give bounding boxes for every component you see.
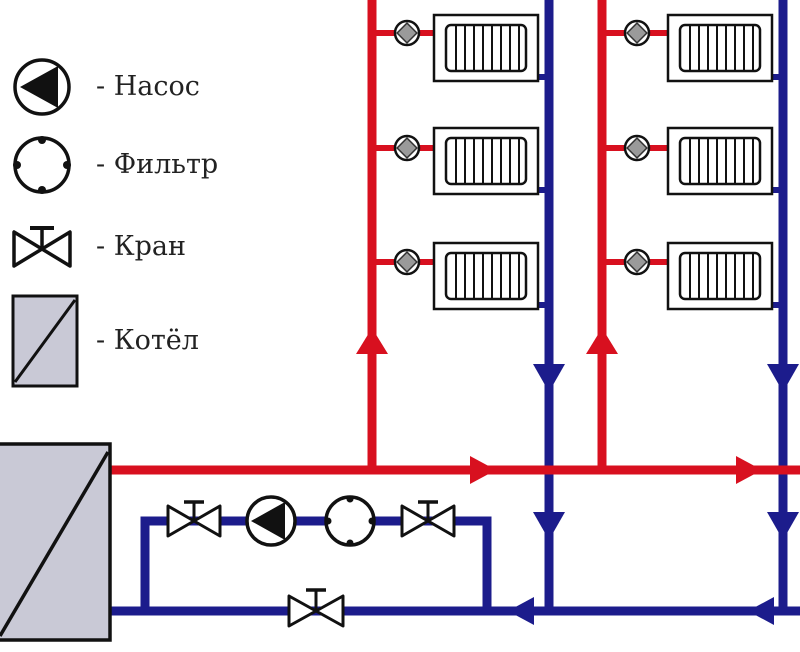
flow-arrow-icon [586,328,618,354]
flow-arrow-icon [533,364,565,392]
filter-icon [324,495,376,547]
valve-icon [287,588,345,628]
flow-arrow-icon [748,597,774,625]
radiator-icon [666,13,774,83]
thermostatic-valve-icon [393,248,421,276]
legend-filter-label: - Фильтр [96,149,218,180]
radiator-icon [666,126,774,196]
radiator-icon [432,241,540,311]
legend-valve-label: - Кран [96,231,186,262]
pump-icon [245,495,297,547]
filter-icon [13,136,71,194]
return-pipes [110,0,800,616]
boiler-icon [11,294,79,388]
radiator-icon [432,126,540,196]
flow-arrow-icon [508,597,534,625]
flow-arrow-icon [356,328,388,354]
bypass-components [166,495,456,628]
thermostatic-valve-icon [393,19,421,47]
valve-icon [400,500,456,538]
valve-icon [12,226,72,268]
legend: - Насос - Фильтр - Кран - Котёл [11,58,218,388]
thermostatic-valve-icon [623,248,651,276]
flow-arrow-icon [470,456,496,484]
radiator-icon [666,241,774,311]
flow-arrows [356,328,799,625]
flow-arrow-icon [767,364,799,392]
thermostatic-valve-icon [623,19,651,47]
valve-icon [166,500,222,538]
thermostatic-valve-icon [623,134,651,162]
pump-icon [13,58,71,116]
legend-boiler-label: - Котёл [96,325,199,356]
riser-2-radiators [666,13,774,311]
flow-arrow-icon [767,512,799,540]
riser-1-radiators [432,13,540,311]
radiator-icon [432,13,540,83]
thermostatic-valve-icon [393,134,421,162]
flow-arrow-icon [533,512,565,540]
flow-arrow-icon [736,456,762,484]
legend-pump-label: - Насос [96,71,200,102]
boiler-icon [0,442,112,642]
